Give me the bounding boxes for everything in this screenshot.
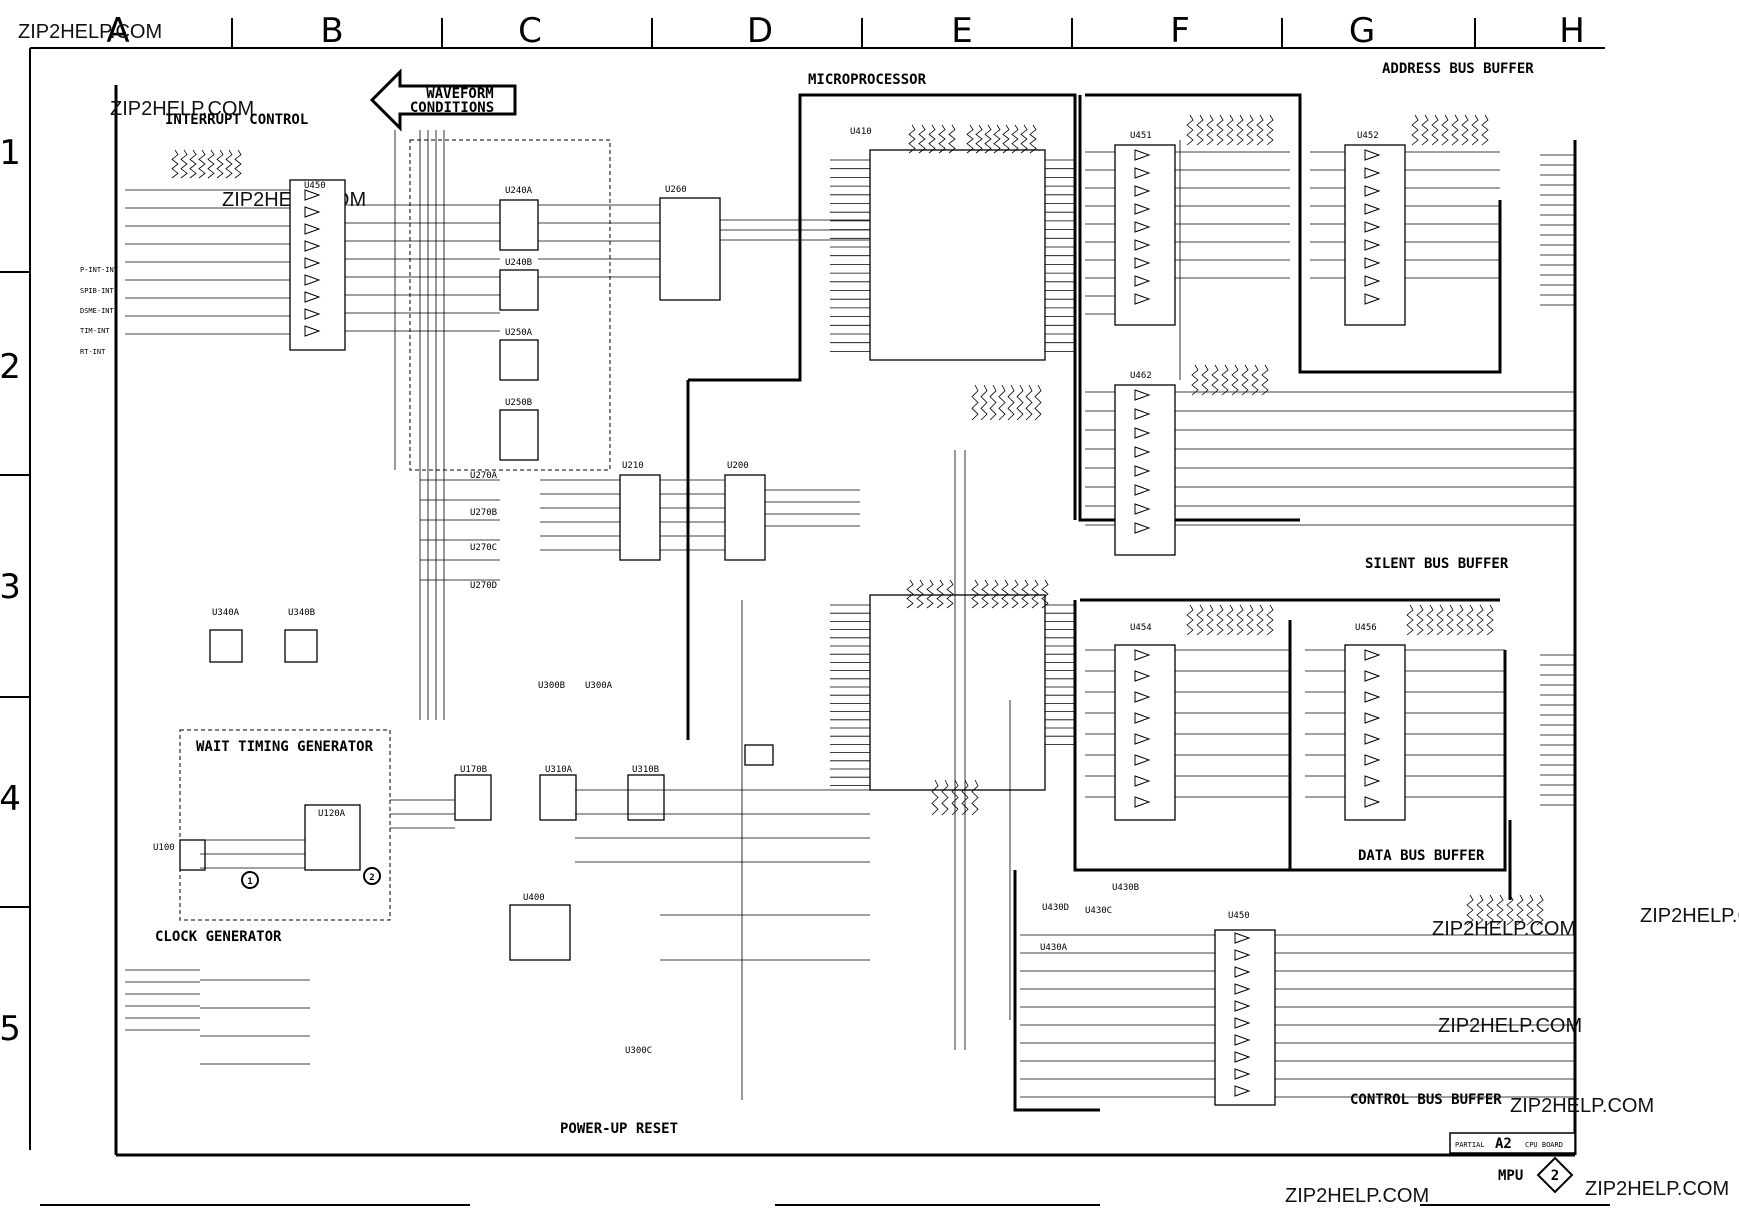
watermark-4: ZIP2HELP.COM (1432, 918, 1576, 940)
svg-text:2: 2 (1551, 1168, 1559, 1184)
watermark-5: ZIP2HELP.COM (1640, 905, 1739, 927)
u170b-label: U170B (460, 765, 487, 775)
watermark-2: ZIP2HELP.COM (110, 98, 254, 120)
resistor-networks (171, 114, 1544, 926)
u100-label: U100 (153, 843, 175, 853)
row-label-4: 4 (0, 779, 21, 819)
u240b-label: U240B (505, 258, 532, 268)
signal-rt-int: RT-INT (80, 348, 106, 356)
bus-lines (686, 93, 1512, 1112)
u400-label: U400 (523, 893, 545, 903)
chips (179, 144, 1406, 1106)
u430b-label: U430B (1112, 883, 1139, 893)
waveform-marker-2: 2 (363, 867, 381, 885)
u430c-label: U430C (1085, 906, 1112, 916)
mpu-label: MPU (1498, 1168, 1523, 1184)
svg-text:1: 1 (247, 877, 252, 887)
u210-label: U210 (622, 461, 644, 471)
u410-label: U410 (850, 127, 872, 137)
microprocessor-title: MICROPROCESSOR (808, 72, 927, 88)
u300b-label: U300B (538, 681, 565, 691)
column-label-d: D (747, 11, 773, 51)
u250a-label: U250A (505, 328, 533, 338)
waveform-arrow: WAVEFORM CONDITIONS (369, 68, 517, 132)
watermark-1: ZIP2HELP.COM (18, 21, 162, 43)
signal-dsme-int: DSME-INT (80, 307, 115, 315)
u340b-label: U340B (288, 608, 315, 618)
u270a-label: U270A (470, 471, 498, 481)
svg-text:CPU BOARD: CPU BOARD (1525, 1141, 1563, 1149)
u300a-label: U300A (585, 681, 613, 691)
silent-bus-title: SILENT BUS BUFFER (1365, 556, 1509, 572)
row-label-2: 2 (0, 347, 21, 387)
signal-p-int: P-INT-INT (80, 266, 119, 274)
watermark-6: ZIP2HELP.COM (1438, 1015, 1582, 1037)
u270d-label: U270D (470, 581, 497, 591)
u452-label: U452 (1357, 131, 1379, 141)
column-label-a: A (106, 11, 129, 51)
wait-timing-title: WAIT TIMING GENERATOR (196, 739, 374, 755)
column-header: A B C D E F G H (30, 11, 1605, 51)
data-bus-title: DATA BUS BUFFER (1358, 848, 1485, 864)
address-bus-title: ADDRESS BUS BUFFER (1382, 61, 1534, 77)
signal-wires (125, 130, 1575, 1100)
interrupt-control-title: INTERRUPT CONTROL (165, 112, 308, 128)
clock-generator-title: CLOCK GENERATOR (155, 929, 282, 945)
waveform-marker-1: 1 (241, 871, 259, 889)
column-label-f: F (1170, 11, 1190, 51)
u300c-label: U300C (625, 1046, 652, 1056)
u120a-label: U120A (318, 809, 346, 819)
u451-label: U451 (1130, 131, 1152, 141)
u260-label: U260 (665, 185, 687, 195)
u270b-label: U270B (470, 508, 497, 518)
u340a-label: U340A (212, 608, 240, 618)
row-label-1: 1 (0, 133, 21, 173)
waveform-label: WAVEFORM (426, 86, 493, 102)
board-outline (114, 85, 1577, 1157)
signal-spib-int: SPIB-INT (80, 287, 115, 295)
u240a-label: U240A (505, 186, 533, 196)
row-header: 1 2 3 4 5 (0, 48, 31, 1150)
buffer-triangles (304, 149, 1381, 1097)
svg-text:2: 2 (369, 873, 374, 883)
title-block: PARTIAL A2 CPU BOARD MPU 2 (1449, 1132, 1576, 1194)
watermark-9: ZIP2HELP.COM (1585, 1178, 1729, 1200)
u454-label: U454 (1130, 623, 1152, 633)
watermark-8: ZIP2HELP.COM (1285, 1185, 1429, 1207)
column-label-h: H (1559, 11, 1585, 51)
u200-label: U200 (727, 461, 749, 471)
u250b-label: U250B (505, 398, 532, 408)
signal-tim-int: TIM-INT (80, 327, 110, 335)
svg-text:CONDITIONS: CONDITIONS (410, 100, 494, 116)
watermark-7: ZIP2HELP.COM (1510, 1095, 1654, 1117)
u310a-label: U310A (545, 765, 573, 775)
u462-label: U462 (1130, 371, 1152, 381)
column-label-c: C (518, 11, 542, 51)
u450-int-label: U450 (304, 181, 326, 191)
power-up-title: POWER-UP RESET (560, 1121, 678, 1137)
svg-text:A2: A2 (1495, 1136, 1512, 1152)
svg-text:PARTIAL: PARTIAL (1455, 1141, 1485, 1149)
u450-label: U450 (1228, 911, 1250, 921)
column-label-g: G (1349, 11, 1375, 51)
row-label-3: 3 (0, 567, 21, 607)
u430a-label: U430A (1040, 943, 1068, 953)
column-label-e: E (951, 11, 972, 51)
row-label-5: 5 (0, 1009, 21, 1049)
u310b-label: U310B (632, 765, 659, 775)
u270c-label: U270C (470, 543, 497, 553)
u456-label: U456 (1355, 623, 1377, 633)
column-label-b: B (320, 11, 343, 51)
u430d-label: U430D (1042, 903, 1069, 913)
control-bus-title: CONTROL BUS BUFFER (1350, 1092, 1502, 1108)
